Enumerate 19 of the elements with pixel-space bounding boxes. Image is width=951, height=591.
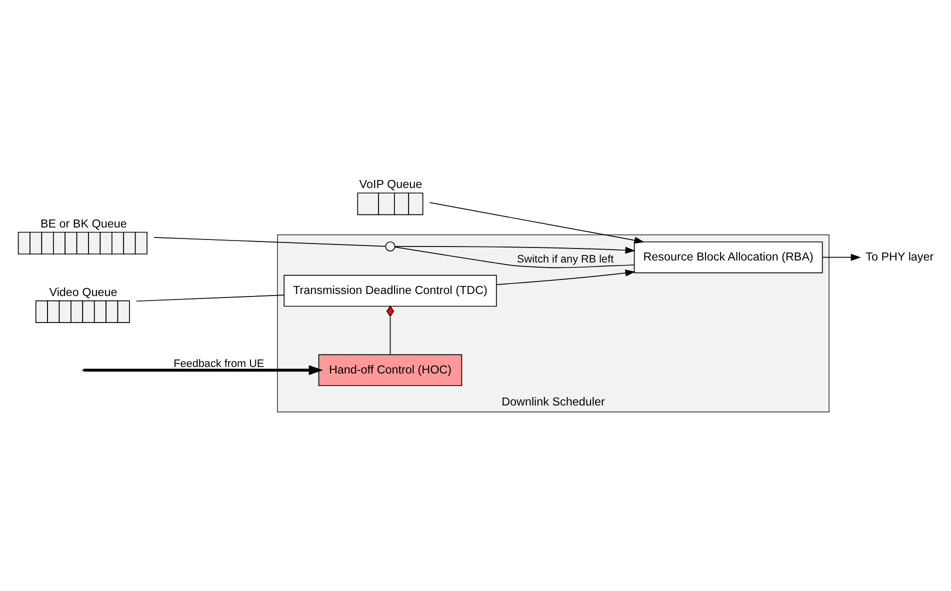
edge-label: Switch if any RB left (517, 253, 614, 266)
node-box: Hand-off Control (HOC) (318, 354, 462, 386)
node-box: Transmission Deadline Control (TDC) (284, 274, 497, 306)
connector (154, 236, 386, 246)
arrow (496, 268, 636, 284)
edge-label: Feedback from UE (174, 358, 264, 370)
node-switch (385, 240, 396, 251)
connector (394, 246, 634, 268)
arrow (394, 246, 636, 254)
arrow (822, 253, 861, 260)
connector (136, 294, 284, 302)
node-box: Resource Block Allocation (RBA) (634, 240, 823, 273)
arrow (429, 202, 644, 244)
connector (386, 305, 394, 355)
arrow (84, 364, 324, 375)
node-label: Video Queue (49, 285, 118, 298)
node-text: To PHY layer (866, 250, 934, 263)
node-label: VoIP Queue (359, 178, 422, 191)
node-label: BE or BK Queue (40, 216, 127, 230)
